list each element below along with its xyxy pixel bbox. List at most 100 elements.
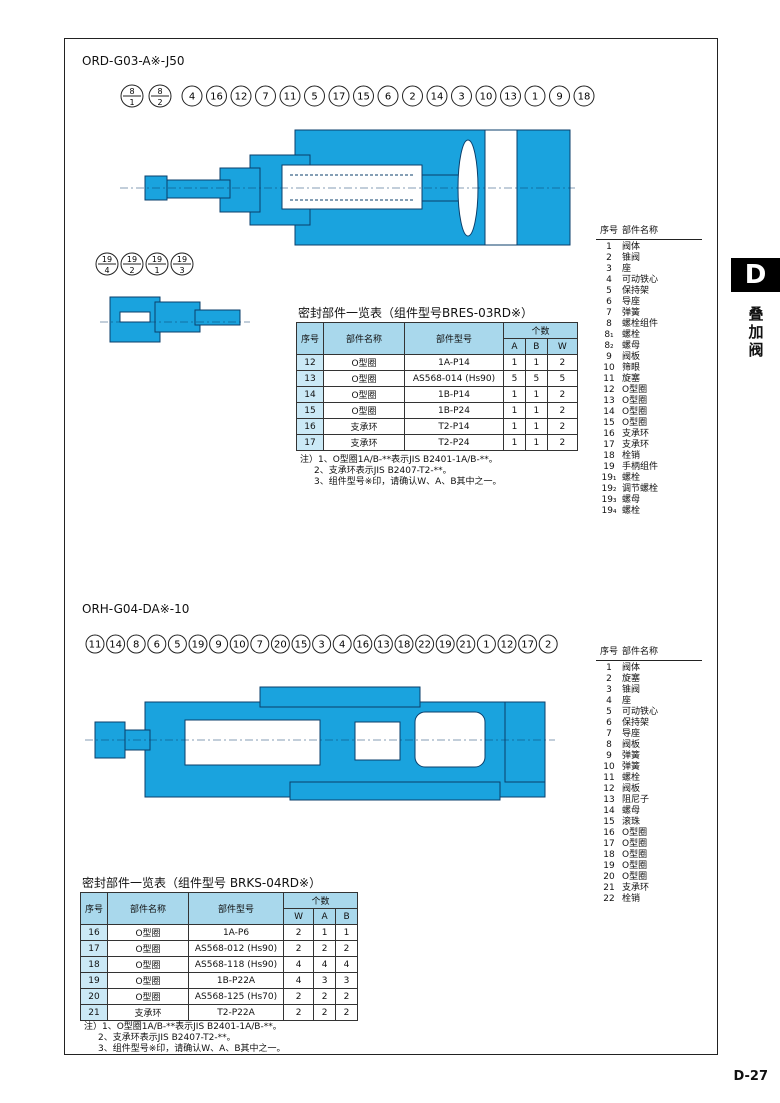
seal-qty: 1 — [503, 402, 526, 419]
part-name: 螺栓 — [622, 773, 641, 783]
callout-balloon: 8 — [126, 634, 146, 654]
part-number: 22 — [603, 894, 615, 904]
part-number: 4 — [606, 275, 612, 285]
note-line: 3、组件型号※印，请确认W、A、B其中之一。 — [98, 1044, 286, 1054]
part-name: 阀板 — [622, 352, 641, 362]
callout-number: 19 — [439, 640, 452, 651]
part-number: 6 — [606, 297, 612, 307]
callout-number: 7 — [262, 92, 268, 103]
callout-balloon: 9 — [549, 85, 570, 107]
callout-number: 14 — [431, 92, 444, 103]
seal-no: 20 — [80, 988, 108, 1005]
callout-balloon: 10 — [229, 634, 249, 654]
part-name: 筛眼 — [622, 363, 641, 373]
top-model-title: ORD-G03-A※-J50 — [82, 54, 185, 68]
part-number: 14 — [603, 407, 615, 417]
part-number: 10 — [603, 762, 615, 772]
callout-balloon: 6 — [377, 85, 399, 107]
part-name: O型圈 — [622, 385, 648, 395]
part-number: 11 — [603, 773, 615, 783]
callout-number: 13 — [377, 640, 390, 651]
seal-name: O型圈 — [107, 988, 189, 1005]
seal-qty: 2 — [335, 988, 358, 1005]
callout-balloon: 13 — [373, 634, 393, 654]
note-line: 注）1、O型圈1A/B-**表示JIS B2401-1A/B-**。 — [84, 1022, 282, 1032]
seal-header-no: 序号 — [80, 892, 108, 925]
callout-balloon: 22 — [415, 634, 435, 654]
seal-model: 1B-P22A — [188, 972, 284, 989]
callout-number: 9 — [556, 92, 562, 103]
seal-name: O型圈 — [323, 370, 405, 387]
callout-number: 6 — [385, 92, 391, 103]
callout-number: 6 — [154, 640, 160, 651]
callout-number: 9 — [215, 640, 221, 651]
seal-qty: 3 — [335, 972, 358, 989]
part-name: O型圈 — [622, 872, 648, 882]
top-seal-title: 密封部件一览表（组件型号BRES-03RD※） — [298, 306, 534, 320]
callout-balloon: 5 — [167, 634, 187, 654]
part-name: O型圈 — [622, 418, 648, 428]
seal-qty: 1 — [503, 386, 526, 403]
seal-no: 21 — [80, 1004, 108, 1021]
seal-qty: 3 — [313, 972, 337, 989]
part-number: 13 — [603, 396, 615, 406]
part-number: 21 — [603, 883, 615, 893]
callout-balloon: 9 — [209, 634, 229, 654]
seal-header-col: B — [524, 338, 548, 355]
seal-name: O型圈 — [323, 386, 405, 403]
seal-model: 1A-P14 — [404, 354, 504, 371]
callout-balloon: 16 — [353, 634, 373, 654]
seal-model: AS568-012 (Hs90) — [188, 940, 284, 957]
parts-header-name: 部件名称 — [622, 647, 659, 657]
callout-number: 19 — [177, 255, 187, 264]
seal-qty: 2 — [282, 1004, 315, 1021]
seal-header-no: 序号 — [296, 322, 324, 355]
parts-row: 11 螺栓 — [596, 773, 702, 784]
callout-balloon: 1 — [476, 634, 496, 654]
callout-number: 4 — [104, 266, 109, 275]
top-notes: 注）1、O型圈1A/B-**表示JIS B2401-1A/B-**。 2、支承环… — [300, 455, 502, 488]
callout-number: 10 — [480, 92, 493, 103]
seal-qty: 2 — [335, 1004, 358, 1021]
parts-header-no: 序号 — [599, 647, 618, 657]
part-name: 滚珠 — [622, 817, 641, 827]
part-name: 锥阀 — [622, 253, 641, 263]
callout-balloon: 12 — [497, 634, 517, 654]
callout-number: 1 — [483, 640, 489, 651]
callout-number: 22 — [418, 640, 431, 651]
callout-number: 12 — [235, 92, 248, 103]
seal-model: T2-P24 — [404, 434, 504, 451]
seal-qty: 2 — [335, 940, 358, 957]
seal-qty: 4 — [282, 956, 315, 973]
seal-qty: 2 — [546, 434, 579, 451]
part-number: 8₁ — [604, 330, 614, 340]
seal-model: T2-P14 — [404, 418, 504, 435]
seal-header-model: 部件型号 — [188, 892, 284, 925]
callout-balloon: 193 — [170, 252, 194, 276]
callout-balloon: 18 — [394, 634, 414, 654]
bottom-model-title: ORH-G04-DA※-10 — [82, 602, 190, 616]
seal-qty: 2 — [282, 940, 315, 957]
part-name: 螺母 — [622, 806, 641, 816]
